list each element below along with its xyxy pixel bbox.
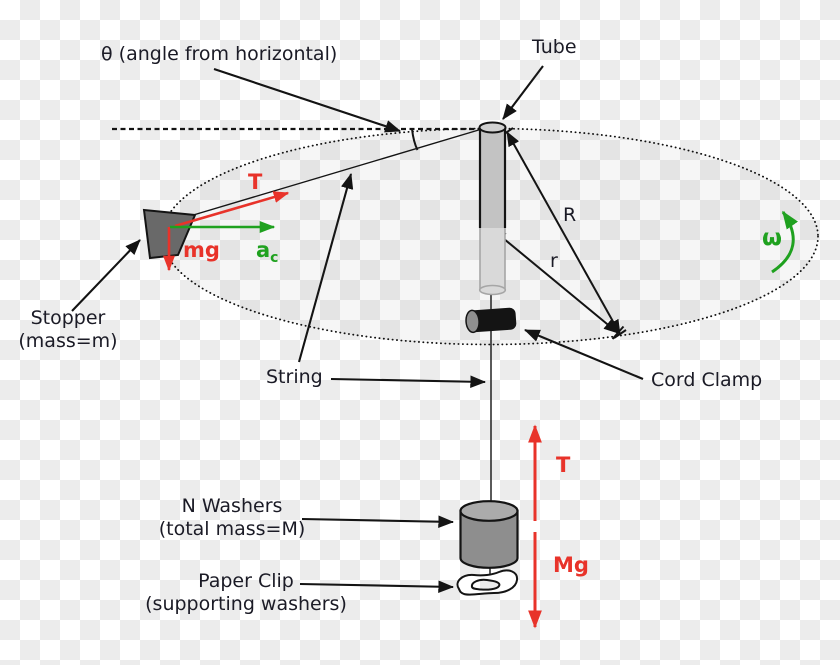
tension-vector [174, 191, 290, 228]
paper-clip-arrow [299, 580, 455, 594]
omega-rotation-arrow [771, 210, 799, 274]
annotation-arrows [71, 65, 644, 594]
washers-label-line1: N Washers [181, 495, 283, 517]
washers-label: N Washers (total mass=M) [157, 495, 307, 541]
weight-washers-label: Mg [553, 553, 589, 577]
angle-arc [411, 128, 419, 151]
radius-r-label: r [550, 250, 558, 272]
omega-label: ω [762, 225, 782, 251]
paper-clip-label-line2: (supporting washers) [145, 593, 347, 616]
washers-arrow [301, 515, 455, 529]
paper-clip-label-line1: Paper Clip [198, 570, 294, 592]
stopper-label-line1: Stopper [30, 307, 106, 329]
washers-graphic [459, 500, 519, 569]
theta-arrow [213, 68, 401, 133]
tube-label: Tube [532, 36, 577, 58]
string-label: String [266, 366, 323, 388]
cord-clamp-arrow [524, 329, 644, 380]
centripetal-label: ac [256, 238, 279, 267]
stopper-label: Stopper (mass=m) [8, 307, 128, 353]
paper-clip-label: Paper Clip (supporting washers) [140, 570, 352, 616]
theta-label: θ (angle from horizontal) [101, 43, 338, 65]
tension-label: T [248, 170, 263, 194]
tension-hanging-label: T [556, 453, 571, 477]
stopper-arrow [71, 239, 141, 312]
centripetal-label-sub: c [270, 250, 279, 267]
tube-top-opening [478, 121, 507, 134]
cord-clamp-graphic [465, 307, 517, 334]
cord-clamp-label: Cord Clamp [651, 369, 763, 391]
string-arrow-upper [297, 172, 354, 363]
weight-stopper-label: mg [183, 238, 220, 262]
string-arrow-lower [330, 375, 487, 389]
stopper-label-line2: (mass=m) [18, 330, 118, 353]
tube-graphic [478, 121, 507, 296]
paper-clip-graphic [456, 569, 519, 596]
string-upper-segment [189, 128, 483, 217]
tube-arrow [502, 65, 544, 120]
centripetal-label-main: a [256, 238, 271, 262]
washers-label-line2: (total mass=M) [158, 518, 306, 541]
radius-R-label: R [563, 204, 577, 226]
